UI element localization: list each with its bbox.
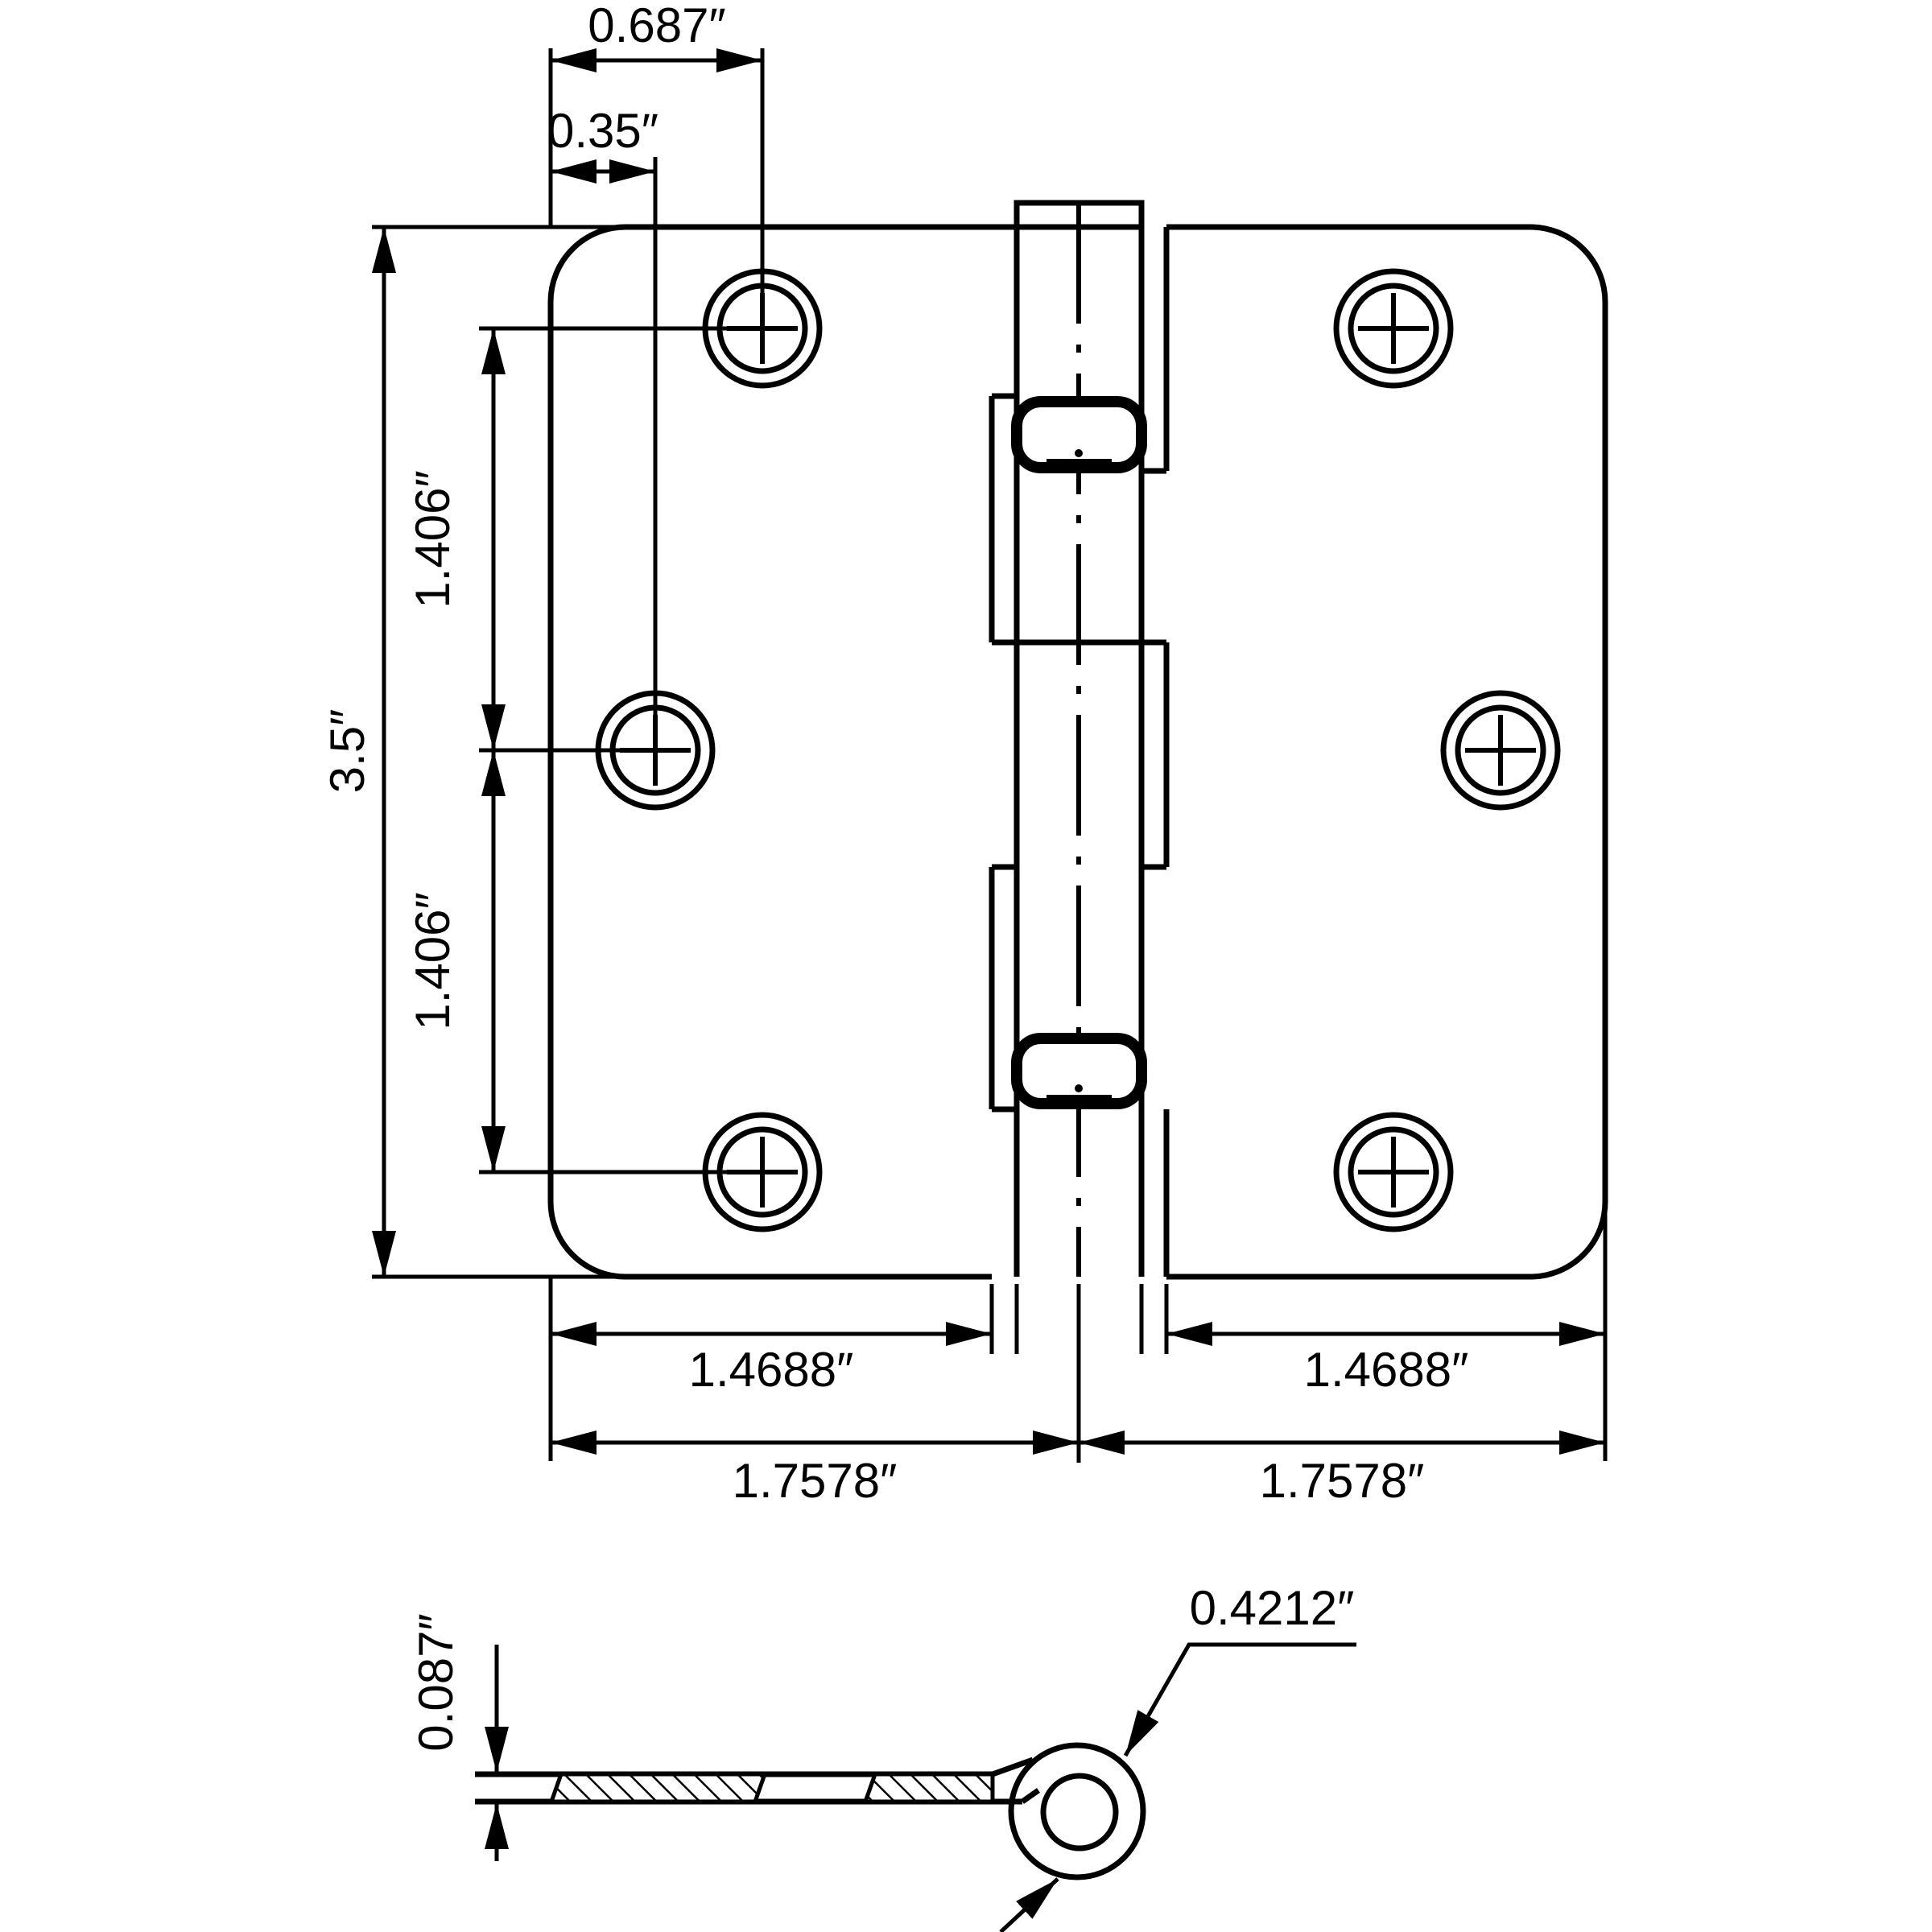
front-view-dimensions: 0.687″ 0.35″ 3.5″ 1.406″ 1.406″ 1.4688″ … xyxy=(320,0,1608,1508)
screw-hole-right-top xyxy=(1333,268,1454,389)
dim-label-leaf-thickness: 0.087″ xyxy=(409,1613,463,1751)
screw-hole-right-middle xyxy=(1440,690,1561,811)
dim-label-knuckle-diameter: 0.4212″ xyxy=(1190,1581,1355,1635)
side-view-dimensions: 0.087″ 0.4212″ xyxy=(409,1581,1356,1932)
dim-label-leaf-width-right: 1.4688″ xyxy=(1304,1343,1469,1397)
screw-hole-right-bottom xyxy=(1333,1112,1454,1232)
dim-label-plate-height: 3.5″ xyxy=(320,709,374,794)
dim-label-top-hole-offset: 0.687″ xyxy=(588,0,725,52)
dim-label-hole-spacing-bottom: 1.406″ xyxy=(406,892,460,1030)
bearing-collar-top xyxy=(1011,396,1147,473)
dim-label-half-width-right: 1.7578″ xyxy=(1260,1454,1425,1508)
hinge-barrel xyxy=(1013,227,1145,1277)
knuckle-curl-inner xyxy=(1040,1773,1119,1852)
hinge-side-view xyxy=(475,1742,1146,1880)
knuckle-curl-outer xyxy=(1008,1742,1146,1880)
hinge-pin-cap xyxy=(1013,200,1145,230)
dim-label-edge-to-hole: 0.35″ xyxy=(547,104,658,158)
bearing-collar-bottom xyxy=(1011,1033,1147,1109)
dim-label-half-width-left: 1.7578″ xyxy=(733,1454,898,1508)
knuckle-curl xyxy=(991,1742,1146,1880)
dim-label-hole-spacing-top: 1.406″ xyxy=(406,470,460,608)
dimension-labels: 0.687″ 0.35″ 3.5″ 1.406″ 1.406″ 1.4688″ … xyxy=(320,0,1468,1508)
leader-knuckle-diameter xyxy=(1123,1642,1356,1757)
knuckle-edges xyxy=(989,227,1170,1277)
bearing-collars xyxy=(1011,396,1147,1109)
dim-label-leaf-width-left: 1.4688″ xyxy=(689,1343,854,1397)
leader-knuckle-bottom xyxy=(999,1877,1059,1932)
dimension-lines xyxy=(372,48,1605,1455)
